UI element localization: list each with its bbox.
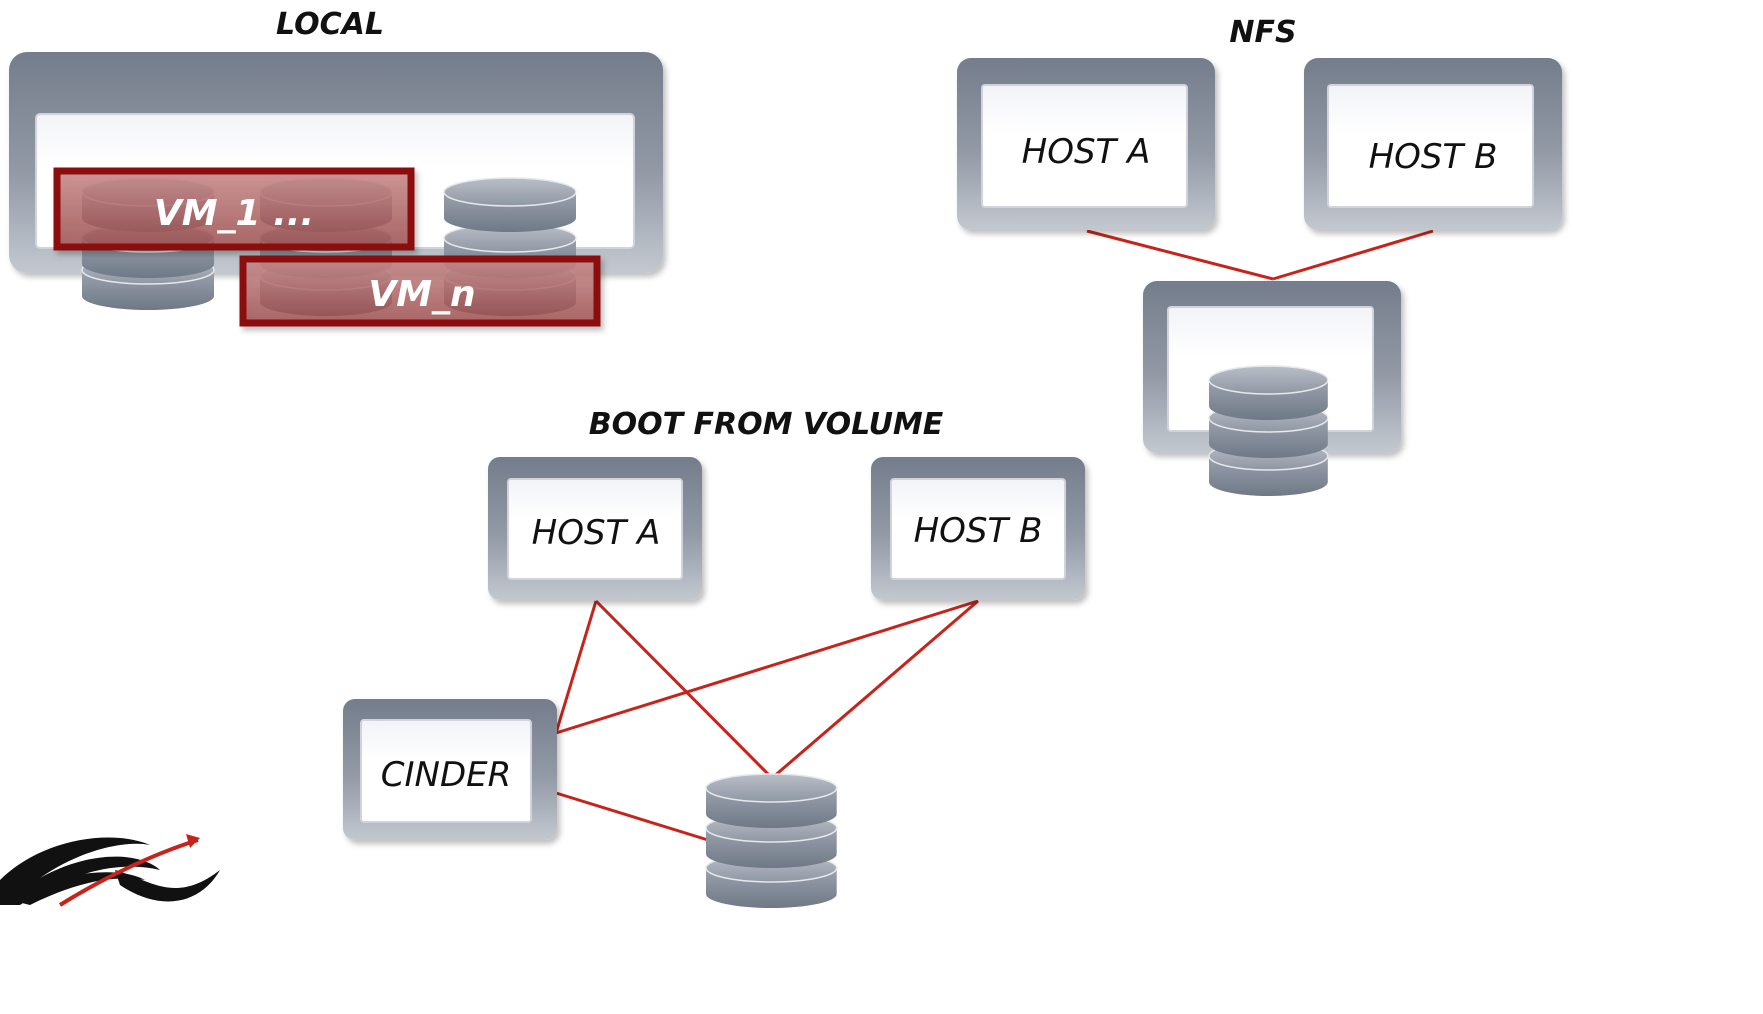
bfv-host-b: HOST B	[871, 457, 1085, 600]
nfs-host-a: HOST A	[957, 58, 1215, 230]
bfv-host-a: HOST A	[488, 457, 702, 600]
storage-disk-icon	[443, 177, 577, 233]
nfs-host-b-label: HOST B	[1369, 137, 1498, 177]
connector-line	[1086, 229, 1274, 281]
nfs-title: NFS	[1229, 15, 1296, 50]
connector-line	[594, 599, 774, 780]
bfv-cinder: CINDER	[343, 699, 557, 840]
vm-first-box: VM_1 ...	[53, 167, 415, 251]
bfv-host-a-label: HOST A	[532, 513, 661, 553]
connector-line	[1272, 229, 1434, 281]
connector-line	[555, 599, 979, 735]
brand-logo-icon	[0, 834, 220, 907]
nfs-section: NFS HOST A HOST B	[957, 15, 1562, 497]
storage-disk-icon	[1208, 365, 1329, 421]
vm-last-box: VM_n	[239, 255, 601, 327]
bfv-section: BOOT FROM VOLUME HOST A HOST B CINDER	[343, 407, 1085, 909]
nfs-host-a-label: HOST A	[1022, 132, 1151, 172]
nfs-connectors	[1086, 229, 1434, 281]
nfs-host-b: HOST B	[1304, 58, 1562, 230]
bfv-connectors	[554, 599, 979, 842]
vm-first-label: VM_1 ...	[154, 193, 314, 234]
connector-line	[554, 600, 598, 734]
bfv-host-b-label: HOST B	[914, 511, 1043, 551]
local-section: LOCAL	[9, 7, 663, 327]
local-title: LOCAL	[276, 7, 384, 42]
vm-last-label: VM_n	[368, 274, 475, 315]
bfv-cinder-label: CINDER	[381, 755, 512, 795]
storage-disk-icon	[705, 773, 838, 829]
connector-line	[555, 791, 709, 842]
connector-line	[771, 599, 979, 780]
bfv-title: BOOT FROM VOLUME	[589, 407, 944, 442]
